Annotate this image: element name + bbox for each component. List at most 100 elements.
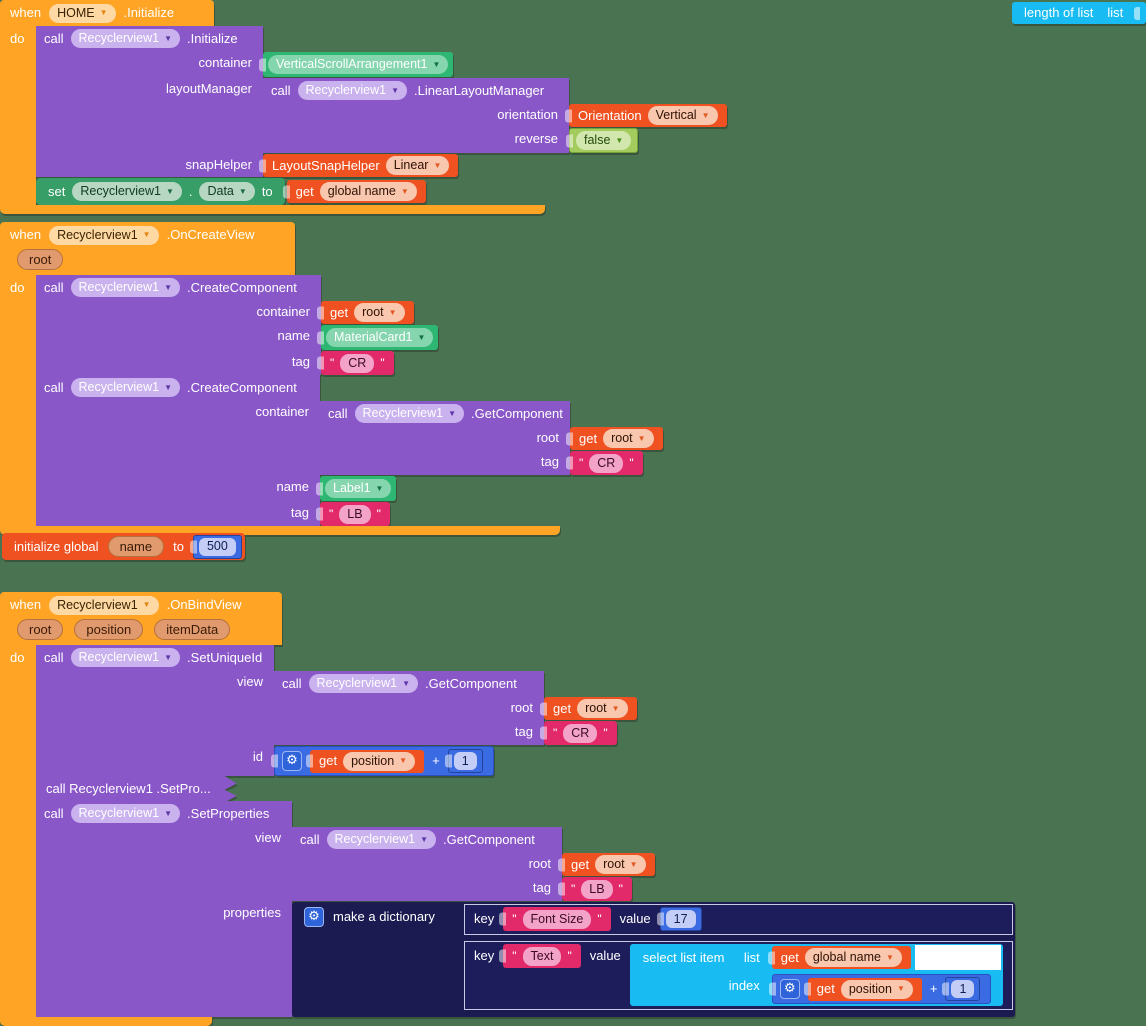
home-screen-dropdown[interactable]: HOME▼ [49, 3, 116, 23]
string-cr-block[interactable]: " CR " [321, 351, 394, 375]
root-dropdown[interactable]: root▼ [595, 855, 646, 874]
number-field[interactable]: 1 [453, 752, 477, 770]
get-root-block[interactable]: get root▼ [321, 301, 414, 324]
label1-dropdown[interactable]: Label1▼ [325, 479, 392, 498]
position-dropdown[interactable]: position▼ [840, 979, 913, 999]
collapsed-set-properties-block[interactable]: call Recyclerview1 .SetPro... [36, 776, 237, 801]
get-root-block[interactable]: get root▼ [570, 427, 663, 450]
text-text-field[interactable]: Text [522, 946, 562, 966]
global-name-dropdown[interactable]: global name▼ [319, 182, 417, 201]
recyclerview-dropdown[interactable]: Recyclerview1▼ [308, 674, 419, 693]
recyclerview-dropdown[interactable]: Recyclerview1▼ [49, 595, 159, 615]
cr-text-field[interactable]: CR [340, 353, 375, 373]
global-name-dropdown[interactable]: global name▼ [804, 948, 902, 967]
lb-text-field[interactable]: LB [581, 879, 613, 899]
string-cr-block[interactable]: " CR " [570, 451, 643, 475]
false-dropdown[interactable]: false▼ [576, 131, 632, 150]
data-property-dropdown[interactable]: Data▼ [199, 182, 255, 201]
cr-text-field[interactable]: CR [589, 453, 624, 473]
chevron-down-icon: ▼ [432, 59, 441, 69]
get-root-block[interactable]: get root▼ [562, 853, 655, 876]
set-recyclerview-data-block[interactable]: set Recyclerview1▼ . Data▼ to [36, 178, 285, 205]
call-get-component-block[interactable]: call Recyclerview1▼ .GetComponent root g… [320, 401, 663, 475]
position-param-chip[interactable]: position [74, 619, 144, 640]
vertical-scroll-arrangement-block[interactable]: VerticalScrollArrangement1▼ [263, 52, 454, 77]
string-cr-block[interactable]: " CR " [544, 721, 617, 745]
dict-pair-font-size[interactable]: key " Font Size " value 17 [464, 904, 1013, 935]
recyclerview-dropdown[interactable]: Recyclerview1▼ [70, 378, 181, 397]
recyclerview-dropdown[interactable]: Recyclerview1▼ [297, 81, 408, 100]
call-get-component-block[interactable]: call Recyclerview1▼ .GetComponent root g… [274, 671, 637, 745]
chevron-down-icon: ▼ [164, 382, 173, 392]
number-17-block[interactable]: 17 [659, 907, 702, 931]
string-lb-block[interactable]: " LB " [562, 877, 632, 901]
string-font-size-block[interactable]: " Font Size " [503, 907, 611, 931]
material-card-dropdown[interactable]: MaterialCard1▼ [326, 328, 434, 347]
root-param-chip[interactable]: root [17, 249, 64, 270]
position-plus-one-block[interactable]: ⚙ get position▼ + [771, 974, 992, 1004]
call-recyclerview-initialize-block[interactable]: call Recyclerview1▼ .Initialize containe… [36, 26, 727, 177]
get-global-name-block[interactable]: get global name▼ [771, 946, 911, 969]
number-field[interactable]: 1 [951, 980, 975, 998]
recyclerview-dropdown[interactable]: Recyclerview1▼ [70, 804, 181, 823]
get-global-name-block[interactable]: get global name▼ [286, 180, 426, 203]
position-dropdown[interactable]: position▼ [343, 751, 416, 771]
get-root-block[interactable]: get root▼ [544, 697, 637, 720]
select-list-item-block[interactable]: select list item list get global name▼ [629, 944, 1003, 1006]
call-create-component-block-1[interactable]: call Recyclerview1▼ .CreateComponent con… [36, 275, 439, 375]
initialize-global-block[interactable]: initialize global name to 500 [2, 533, 245, 560]
call-set-unique-id-block[interactable]: call Recyclerview1▼ .SetUniqueId view ca… [36, 645, 637, 776]
number-500-block[interactable]: 500 [192, 534, 242, 559]
position-plus-one-block[interactable]: ⚙ get position▼ + 1 [274, 746, 494, 776]
dropdown-value: global name [327, 184, 396, 198]
recyclerview-dropdown[interactable]: Recyclerview1▼ [326, 830, 437, 849]
material-card-block[interactable]: MaterialCard1▼ [321, 325, 439, 350]
vertical-option-dropdown[interactable]: Vertical▼ [647, 106, 718, 125]
string-text-block[interactable]: " Text " [503, 944, 581, 968]
recyclerview-dropdown[interactable]: Recyclerview1▼ [49, 225, 159, 245]
gear-icon[interactable]: ⚙ [282, 751, 302, 771]
root-dropdown[interactable]: root▼ [577, 699, 628, 718]
recyclerview-dropdown[interactable]: Recyclerview1▼ [72, 182, 182, 201]
call-create-component-block-2[interactable]: call Recyclerview1▼ .CreateComponent con… [36, 375, 663, 526]
get-position-block[interactable]: get position▼ [807, 977, 922, 1001]
label1-block[interactable]: Label1▼ [320, 476, 397, 501]
itemdata-param-chip[interactable]: itemData [154, 619, 231, 640]
string-lb-block[interactable]: " LB " [320, 502, 390, 526]
lb-text-field[interactable]: LB [339, 504, 371, 524]
when-onbindview-block[interactable]: when Recyclerview1▼ .OnBindView root pos… [0, 592, 1015, 1026]
number-1-block[interactable]: 1 [945, 977, 981, 1001]
call-linear-layout-manager-block[interactable]: call Recyclerview1▼ .LinearLayoutManager… [263, 78, 727, 153]
gear-icon[interactable]: ⚙ [304, 907, 324, 927]
number-field[interactable]: 17 [665, 910, 696, 928]
number-1-block[interactable]: 1 [447, 749, 483, 773]
recyclerview-dropdown[interactable]: Recyclerview1▼ [70, 29, 181, 48]
dict-pair-text[interactable]: key " Text " value [464, 941, 1013, 1010]
linear-option-dropdown[interactable]: Linear▼ [385, 156, 450, 175]
font-size-text-field[interactable]: Font Size [522, 909, 592, 929]
vertical-scroll-arrangement-dropdown[interactable]: VerticalScrollArrangement1▼ [268, 55, 449, 74]
gear-icon[interactable]: ⚙ [779, 979, 800, 999]
chevron-down-icon: ▼ [448, 408, 457, 418]
when-oncreateview-block[interactable]: when Recyclerview1▼ .OnCreateView root d… [0, 222, 663, 535]
false-logic-block[interactable]: false▼ [569, 128, 639, 153]
recyclerview-dropdown[interactable]: Recyclerview1▼ [70, 278, 181, 297]
length-of-list-block[interactable]: length of list list [1012, 2, 1146, 24]
when-home-initialize-block[interactable]: when HOME▼ .Initialize do call Recyclerv… [0, 0, 727, 214]
layout-snap-helper-block[interactable]: LayoutSnapHelper Linear▼ [263, 154, 459, 177]
call-keyword: call [44, 30, 64, 46]
make-a-dictionary-block[interactable]: ⚙ make a dictionary key " Font Size " [292, 902, 1015, 1017]
call-set-properties-block[interactable]: call Recyclerview1▼ .SetProperties view … [36, 801, 1015, 1017]
root-dropdown[interactable]: root▼ [354, 303, 405, 322]
recyclerview-dropdown[interactable]: Recyclerview1▼ [354, 404, 465, 423]
recyclerview-dropdown[interactable]: Recyclerview1▼ [70, 648, 181, 667]
variable-name-field[interactable]: name [107, 536, 165, 557]
call-get-component-block[interactable]: call Recyclerview1▼ .GetComponent root g… [292, 827, 655, 901]
orientation-helper-block[interactable]: Orientation Vertical▼ [569, 104, 727, 127]
number-field[interactable]: 500 [198, 537, 236, 556]
cr-text-field[interactable]: CR [563, 723, 598, 743]
get-position-block[interactable]: get position▼ [310, 749, 425, 773]
root-param-chip[interactable]: root [17, 619, 64, 640]
root-dropdown[interactable]: root▼ [603, 429, 654, 448]
dropdown-value: root [611, 431, 633, 445]
